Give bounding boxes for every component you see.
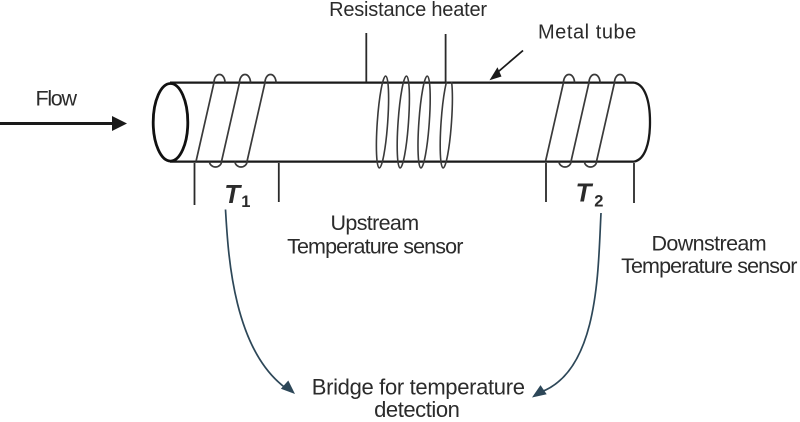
svg-text:Upstream: Upstream (331, 211, 419, 235)
svg-text:Bridge for temperature: Bridge for temperature (312, 375, 525, 400)
svg-text:Resistance heater: Resistance heater (329, 0, 487, 21)
svg-text:Downstream: Downstream (652, 231, 767, 255)
svg-text:T: T (224, 179, 242, 209)
svg-text:2: 2 (594, 193, 603, 211)
svg-text:T: T (576, 178, 594, 208)
svg-text:Metal tube: Metal tube (538, 22, 637, 44)
svg-text:1: 1 (241, 193, 250, 211)
svg-text:Temperature sensor: Temperature sensor (621, 254, 797, 278)
svg-text:Temperature sensor: Temperature sensor (287, 235, 463, 259)
svg-text:Flow: Flow (35, 87, 77, 111)
svg-text:detection: detection (374, 397, 459, 422)
